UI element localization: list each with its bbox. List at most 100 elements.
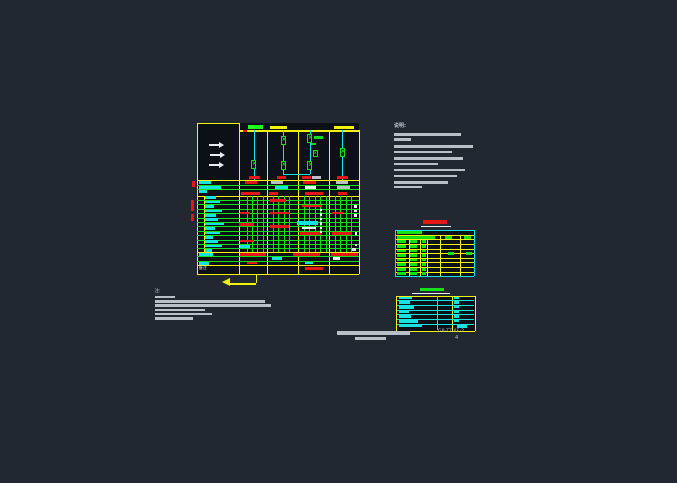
red-text-blob: [293, 252, 320, 256]
green-text-blob: [397, 268, 406, 271]
red-text-blob: [192, 181, 195, 187]
red-text-blob: [247, 261, 257, 265]
feeder-cyan-vline: [309, 130, 311, 134]
white-text-blob: [354, 243, 358, 247]
panel-yellow-hline: [394, 243, 475, 245]
cyan-text-blob: [453, 296, 459, 299]
phase-green-vline: [334, 195, 336, 252]
cyan-hline: [283, 173, 310, 175]
panel-yellow-vline: [427, 239, 428, 276]
cyan-text-blob: [205, 196, 216, 199]
gray-text-blob: [394, 174, 457, 178]
panel-yellow-vline: [298, 129, 299, 274]
panel-yellow-vline: [440, 234, 442, 276]
green-text-blob: [422, 263, 426, 267]
feeder-cyan-vline: [342, 156, 343, 180]
breaker-icon: ×: [251, 160, 258, 169]
cyan-hline: [394, 276, 475, 277]
row-green-hline: [196, 221, 359, 223]
yellow-text-blob: [269, 125, 287, 129]
feeder-cyan-vline: [309, 143, 311, 161]
breaker-icon: ×: [307, 134, 314, 143]
cyan-text-blob: [398, 310, 409, 314]
cyan-text-blob: [240, 245, 250, 248]
row-green-hline: [196, 217, 359, 219]
row-green-hline: [196, 239, 359, 241]
feeder-cyan-vline: [474, 230, 476, 276]
incoming-arrow-icon: [208, 162, 224, 167]
cyan-text-blob: [271, 257, 282, 261]
feeder-cyan-vline: [283, 130, 284, 136]
callout-arrowhead-icon: [221, 278, 230, 287]
row-green-hline: [196, 248, 359, 250]
green-text-blob: [410, 268, 418, 271]
drawing-number: GB-TT-4F-2: [438, 328, 465, 334]
cyan-text-blob: [198, 185, 221, 189]
cyan-text-blob: [205, 205, 214, 208]
gray-text-blob: [337, 331, 410, 335]
white-text-blob: [320, 230, 323, 234]
green-text-blob: [397, 235, 435, 239]
white-text-blob: [333, 257, 340, 261]
red-text-blob: [238, 223, 254, 226]
panel-yellow-hline: [394, 271, 475, 273]
notes-bottom-title: 注:: [154, 288, 161, 294]
red-text-blob: [304, 266, 323, 270]
white-text-blob: [320, 208, 323, 212]
phase-green-vline: [351, 195, 352, 252]
red-text-blob: [300, 232, 322, 235]
red-text-blob: [331, 211, 343, 215]
green-text-blob: [397, 245, 406, 248]
green-text-blob: [410, 249, 418, 253]
panel-yellow-hline: [394, 262, 475, 264]
panel-yellow-vline: [358, 129, 360, 274]
gray-text-blob: [394, 138, 411, 141]
green-text-blob: [397, 254, 406, 257]
gray-text-blob: [394, 185, 422, 189]
green-text-blob: [313, 136, 323, 140]
panel-yellow-hline: [228, 282, 256, 285]
cyan-hline: [396, 300, 475, 302]
panel-yellow-vline: [203, 195, 205, 252]
gray-text-blob: [355, 336, 387, 340]
red-text-blob: [270, 225, 289, 228]
red-text-blob: [270, 211, 290, 215]
green-text-blob: [397, 240, 406, 244]
panel-yellow-vline: [396, 295, 398, 331]
gray-text-blob: [336, 181, 348, 185]
row-green-hline: [196, 230, 359, 232]
gray-text-blob: [154, 295, 175, 299]
row-green-hline: [196, 260, 359, 262]
sheet-number: 4: [455, 335, 459, 342]
cyan-hline: [396, 319, 475, 320]
panel-yellow-hline: [196, 274, 359, 275]
gray-text-blob: [394, 181, 448, 184]
red-text-blob: [269, 191, 279, 196]
cyan-hline: [396, 323, 475, 325]
panel-yellow-hline: [196, 265, 359, 266]
white-text-blob: [320, 226, 323, 230]
gray-text-blob: [394, 168, 465, 172]
red-text-blob: [301, 204, 322, 208]
notes-right-title: 说明:: [394, 123, 406, 130]
red-text-blob: [245, 181, 257, 185]
cyan-text-blob: [198, 252, 213, 256]
green-text-blob: [422, 254, 426, 257]
green-text-blob: [410, 254, 418, 257]
white-text-blob: [320, 213, 323, 216]
gray-text-blob: [394, 133, 461, 137]
cyan-text-blob: [398, 301, 410, 304]
cyan-text-blob: [453, 320, 459, 323]
green-text-blob: [410, 272, 418, 276]
panel-yellow-vline: [196, 123, 198, 274]
gray-text-blob: [394, 162, 438, 166]
green-text-blob: [397, 249, 406, 253]
title-underline: [420, 225, 451, 227]
panel-yellow-hline: [394, 257, 475, 259]
red-text-blob: [240, 239, 254, 243]
green-text-blob: [410, 240, 418, 244]
green-text-blob: [465, 251, 472, 255]
red-text-blob: [248, 175, 260, 180]
gray-text-blob: [154, 317, 193, 320]
